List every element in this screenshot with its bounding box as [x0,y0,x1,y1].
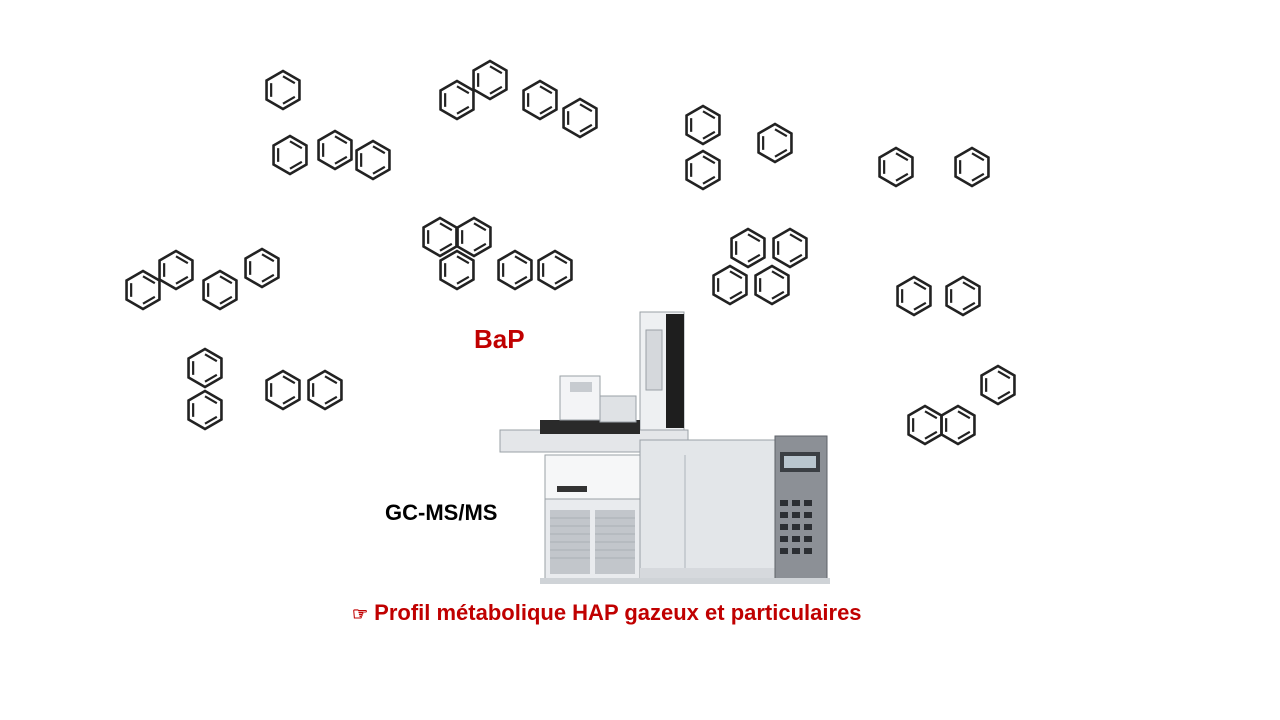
benzene-ring [878,146,914,188]
benzene-ring [456,216,492,258]
benzene-ring [522,79,558,121]
benzene-ring [537,249,573,291]
bap-label: BaP [474,324,525,354]
benzene-ring [754,264,790,306]
benzene-ring [685,104,721,146]
benzene-ring [202,269,238,311]
benzene-ring [712,264,748,306]
fluoranthene-ring [265,69,301,111]
benzene-ring [772,227,808,269]
benzene-ring [265,369,301,411]
caption: ☞Profil métabolique HAP gazeux et partic… [352,600,862,626]
benzene-ring [907,404,943,446]
benzene-ring [896,275,932,317]
caption-text: Profil métabolique HAP gazeux et particu… [374,600,862,625]
benzene-ring [472,59,508,101]
instrument-label: GC-MS/MS [385,500,498,525]
benzene-ring [730,227,766,269]
benzene-ring [187,389,223,431]
benzene-ring [980,364,1016,406]
benzene-ring [954,146,990,188]
benzene-ring [355,139,391,181]
pointing-hand-icon: ☞ [352,604,369,624]
benzene-ring [945,275,981,317]
benzene-ring [497,249,533,291]
benzene-ring [307,369,343,411]
benzene-ring [272,134,308,176]
benzene-ring [757,122,793,164]
benzene-ring [685,149,721,191]
benzene-ring [317,129,353,171]
benzene-ring [562,97,598,139]
benzene-ring [439,249,475,291]
benzene-ring [244,247,280,289]
benzene-ring [158,249,194,291]
benzene-ring [187,347,223,389]
